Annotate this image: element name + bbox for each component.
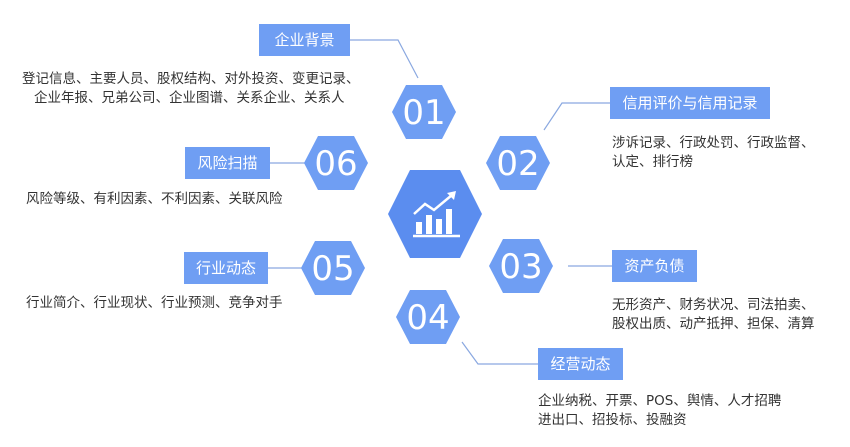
- desc-05: 行业简介、行业现状、行业预测、竞争对手: [26, 294, 283, 313]
- hex-05-number: 05: [311, 249, 354, 289]
- label-03: 资产负债: [612, 250, 697, 282]
- hex-05: 05: [301, 241, 365, 295]
- hex-03-number: 03: [499, 247, 542, 287]
- label-04: 经营动态: [538, 348, 623, 380]
- hex-06: 06: [304, 136, 368, 190]
- label-01: 企业背景: [259, 24, 350, 56]
- connector-lines: [268, 39, 612, 365]
- hex-06-shape: [304, 136, 368, 190]
- center-hex-shape: [388, 170, 482, 258]
- hex-03: 03: [489, 239, 553, 293]
- hex-03-shape: [489, 239, 553, 293]
- desc-03-line-1: 无形资产、财务状况、司法拍卖、: [612, 297, 815, 313]
- desc-02: 涉诉记录、行政处罚、行政监督、 认定、排行榜: [612, 134, 815, 172]
- desc-06-line-1: 风险等级、有利因素、不利因素、关联风险: [26, 191, 283, 207]
- connector-02: [543, 102, 610, 131]
- center-hex: [388, 170, 482, 258]
- desc-05-line-1: 行业简介、行业现状、行业预测、竞争对手: [26, 295, 283, 311]
- desc-03: 无形资产、财务状况、司法拍卖、 股权出质、动产抵押、担保、清算: [612, 296, 815, 334]
- desc-04-line-2: 进出口、招投标、投融资: [538, 412, 687, 428]
- hex-04-number: 04: [406, 298, 449, 338]
- desc-04-line-1: 企业纳税、开票、POS、舆情、人才招聘: [538, 393, 782, 409]
- label-02: 信用评价与信用记录: [610, 87, 770, 119]
- desc-02-line-1: 涉诉记录、行政处罚、行政监督、: [612, 135, 815, 151]
- desc-06: 风险等级、有利因素、不利因素、关联风险: [26, 190, 283, 209]
- hex-02-shape: [486, 136, 550, 190]
- desc-01-line-1: 登记信息、主要人员、股权结构、对外投资、变更记录、: [22, 71, 360, 87]
- hex-01-shape: [392, 85, 456, 139]
- desc-01-line-2: 企业年报、兄弟公司、企业图谱、关系企业、关系人: [34, 90, 345, 106]
- hex-02: 02: [486, 136, 550, 190]
- desc-02-line-2: 认定、排行榜: [612, 154, 693, 170]
- bar-chart-trend-icon: [413, 191, 460, 238]
- hex-01-number: 01: [402, 93, 445, 133]
- label-05: 行业动态: [184, 252, 268, 284]
- connector-04: [461, 341, 538, 365]
- hex-02-number: 02: [496, 144, 539, 184]
- hex-04: 04: [396, 290, 460, 344]
- connector-01: [350, 39, 419, 79]
- hex-01: 01: [392, 85, 456, 139]
- hex-06-number: 06: [314, 144, 357, 184]
- desc-01: 登记信息、主要人员、股权结构、对外投资、变更记录、 企业年报、兄弟公司、企业图谱…: [22, 70, 360, 108]
- label-06: 风险扫描: [185, 147, 270, 179]
- hex-04-shape: [396, 290, 460, 344]
- desc-04: 企业纳税、开票、POS、舆情、人才招聘 进出口、招投标、投融资: [538, 392, 781, 430]
- desc-03-line-2: 股权出质、动产抵押、担保、清算: [612, 316, 815, 332]
- hex-05-shape: [301, 241, 365, 295]
